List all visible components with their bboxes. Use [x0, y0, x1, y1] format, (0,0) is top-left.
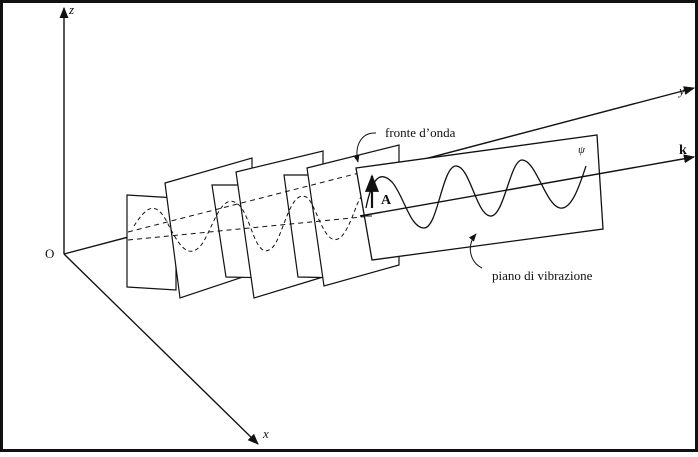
wavefront-leader	[353, 132, 377, 163]
k-label: k	[679, 143, 687, 158]
psi-label: ψ	[578, 144, 585, 156]
vibration-plane-leader	[468, 233, 483, 269]
y-axis-label: y	[677, 83, 685, 98]
x-axis-label: x	[262, 426, 269, 441]
wave-curve	[365, 159, 587, 229]
vibration-plane	[355, 134, 604, 261]
wavefront-label: fronte d’onda	[385, 125, 456, 140]
origin-label: O	[45, 246, 54, 261]
amplitude-label: A	[381, 193, 392, 208]
k-vector	[359, 154, 696, 217]
wavefront-guide-lower	[127, 212, 403, 241]
vibration-plane-label: piano di vibrazione	[492, 268, 593, 283]
wave-trace-dashed	[133, 195, 363, 252]
z-axis-label: z	[68, 2, 74, 17]
x-axis	[63, 253, 259, 445]
